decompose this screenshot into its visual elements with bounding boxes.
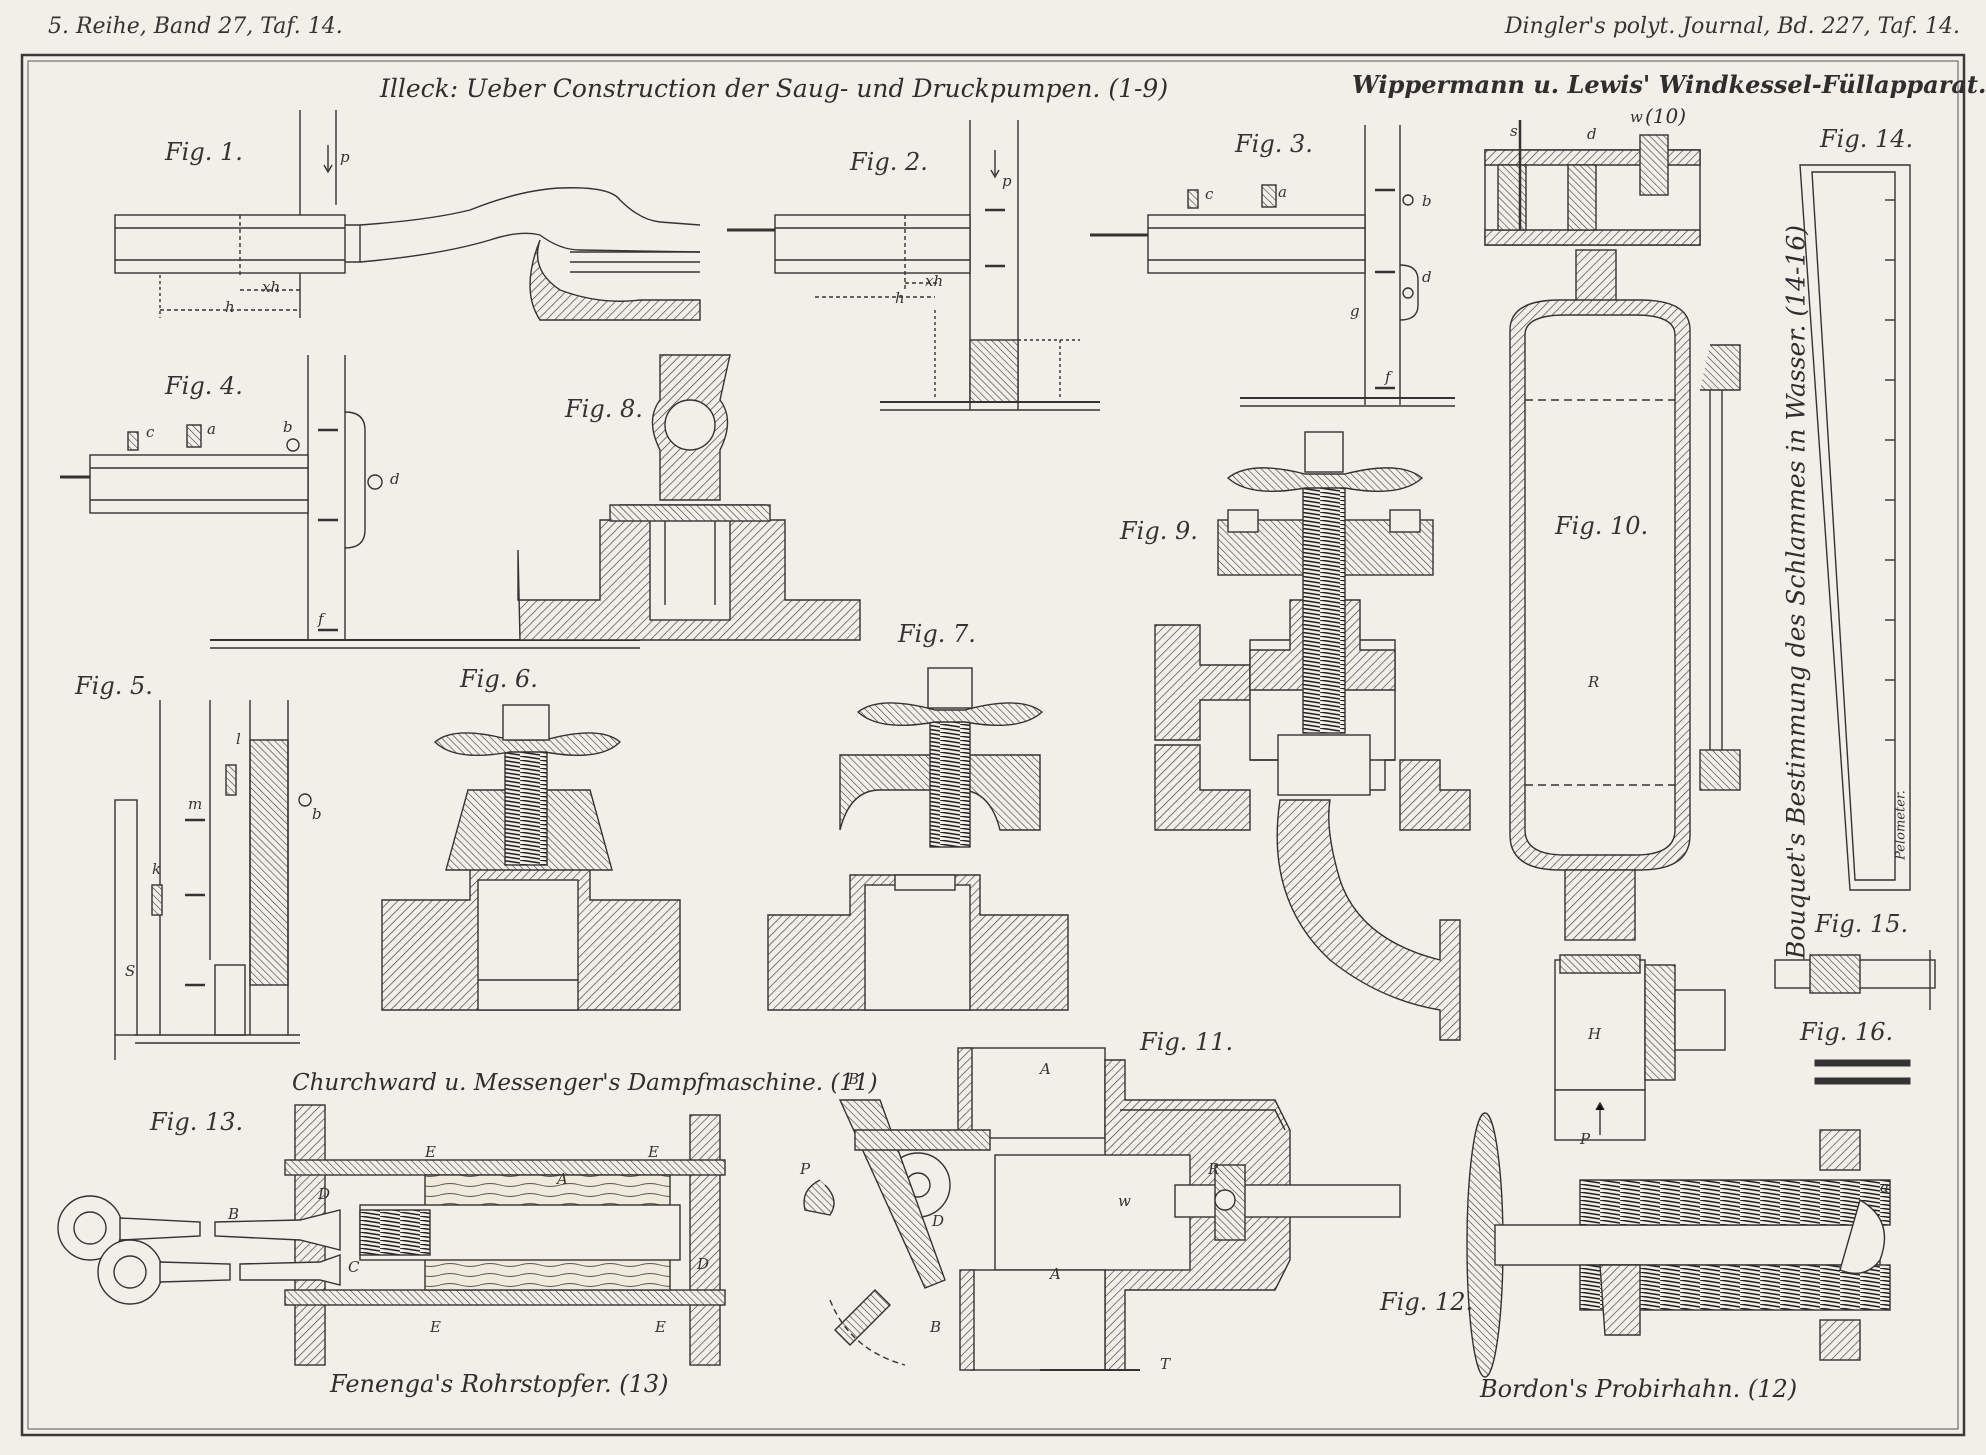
label-B: B	[848, 1070, 860, 1088]
label-d: d	[390, 470, 400, 488]
fig5-drawing	[114, 700, 312, 1060]
fig11-caption: Fig. 11.	[1140, 1028, 1234, 1056]
label-E: E	[648, 1143, 659, 1161]
fig4-caption: Fig. 4.	[165, 372, 243, 400]
plate-header-left: 5. Reihe, Band 27, Taf. 14.	[48, 14, 343, 39]
label-p: p	[1002, 172, 1012, 190]
fig8-caption: Fig. 8.	[565, 395, 643, 423]
fig12-drawing	[1466, 1112, 1891, 1378]
title-windkessel-ref: (10)	[1645, 104, 1687, 128]
label-E: E	[430, 1318, 441, 1336]
fig7-caption: Fig. 7.	[898, 620, 976, 648]
title-fenenga: Fenenga's Rohrstopfer. (13)	[330, 1370, 669, 1398]
label-A: A	[557, 1170, 568, 1188]
label-S: S	[125, 962, 136, 980]
fig6-drawing	[381, 704, 681, 1011]
label-A: A	[1050, 1265, 1061, 1283]
title-bordon: Bordon's Probirhahn. (12)	[1480, 1375, 1798, 1403]
label-c: c	[146, 423, 155, 441]
label-xh: xh	[925, 272, 944, 290]
label-k: k	[152, 860, 162, 878]
label-E: E	[425, 1143, 436, 1161]
label-s: s	[1510, 122, 1518, 140]
label-b: b	[283, 418, 293, 436]
label-w: w	[1630, 108, 1643, 126]
label-g: g	[1350, 302, 1360, 320]
fig15-caption: Fig. 15.	[1815, 910, 1909, 938]
label-T: T	[1160, 1355, 1171, 1373]
title-windkessel: Wippermann u. Lewis' Windkessel-Füllappa…	[1352, 70, 1986, 99]
fig16-drawing	[1814, 1059, 1911, 1085]
fig9-caption: Fig. 9.	[1120, 517, 1198, 545]
label-f: f	[318, 610, 324, 628]
label-B: B	[930, 1318, 942, 1336]
fig8-drawing	[517, 354, 861, 641]
fig1-caption: Fig. 1.	[165, 138, 243, 166]
label-f: f	[1385, 368, 1391, 386]
label-h: h	[225, 298, 235, 316]
title-pumps: Illeck: Ueber Construction der Saug- und…	[380, 74, 1169, 103]
label-a: a	[1278, 183, 1287, 201]
label-c: c	[1205, 185, 1214, 203]
plate-header-right: Dingler's polyt. Journal, Bd. 227, Taf. …	[1504, 14, 1960, 39]
label-H: H	[1588, 1025, 1602, 1043]
label-a: a	[207, 420, 216, 438]
label-l: l	[236, 730, 241, 748]
fig1-drawing	[114, 110, 701, 321]
fig13-caption: Fig. 13.	[150, 1108, 244, 1136]
label-D: D	[318, 1185, 331, 1203]
fig10-caption: Fig. 10.	[1555, 512, 1649, 540]
label-P: P	[1580, 1130, 1591, 1148]
label-b: b	[312, 805, 322, 823]
fig11-drawing	[803, 1047, 1401, 1371]
fig2-caption: Fig. 2.	[850, 148, 928, 176]
label-m: m	[188, 795, 203, 813]
label-C: C	[348, 1258, 360, 1276]
label-R: R	[1588, 673, 1600, 691]
label-pelometer: Pelometer.	[1893, 790, 1909, 860]
fig14-caption: Fig. 14.	[1820, 125, 1914, 153]
label-D: D	[932, 1212, 945, 1230]
fig3-caption: Fig. 3.	[1235, 130, 1313, 158]
label-A: A	[1040, 1060, 1051, 1078]
label-D: D	[697, 1255, 710, 1273]
fig9-drawing	[1154, 431, 1471, 1041]
fig15-drawing	[1774, 950, 1936, 1010]
fig7-drawing	[767, 667, 1069, 1011]
label-h: h	[895, 289, 905, 307]
fig16-caption: Fig. 16.	[1800, 1018, 1894, 1046]
label-d: d	[1587, 125, 1597, 143]
fig6-caption: Fig. 6.	[460, 665, 538, 693]
fig3-drawing	[1090, 125, 1455, 407]
label-d: d	[1422, 268, 1432, 286]
label-xh: xh	[262, 278, 281, 296]
label-E: E	[655, 1318, 666, 1336]
plate-frame	[20, 53, 1966, 1437]
fig12-caption: Fig. 12.	[1380, 1288, 1474, 1316]
label-P: P	[800, 1160, 811, 1178]
fig2-drawing	[727, 120, 1100, 411]
title-bouquet: Bouquet's Bestimmung des Schlammes in Wa…	[1781, 224, 1811, 960]
label-a: a	[1880, 1178, 1889, 1196]
label-w: w	[1118, 1192, 1131, 1210]
fig4-drawing	[60, 355, 640, 649]
title-steam-engine: Churchward u. Messenger's Dampfmaschine.…	[292, 1070, 878, 1096]
fig10-drawing	[1484, 120, 1741, 1141]
fig13-drawing	[57, 1104, 726, 1366]
label-b: b	[1422, 192, 1432, 210]
label-B: B	[228, 1205, 240, 1223]
fig14-drawing	[1799, 164, 1911, 891]
fig5-caption: Fig. 5.	[75, 672, 153, 700]
label-R: R	[1208, 1160, 1220, 1178]
label-p: p	[340, 148, 350, 166]
